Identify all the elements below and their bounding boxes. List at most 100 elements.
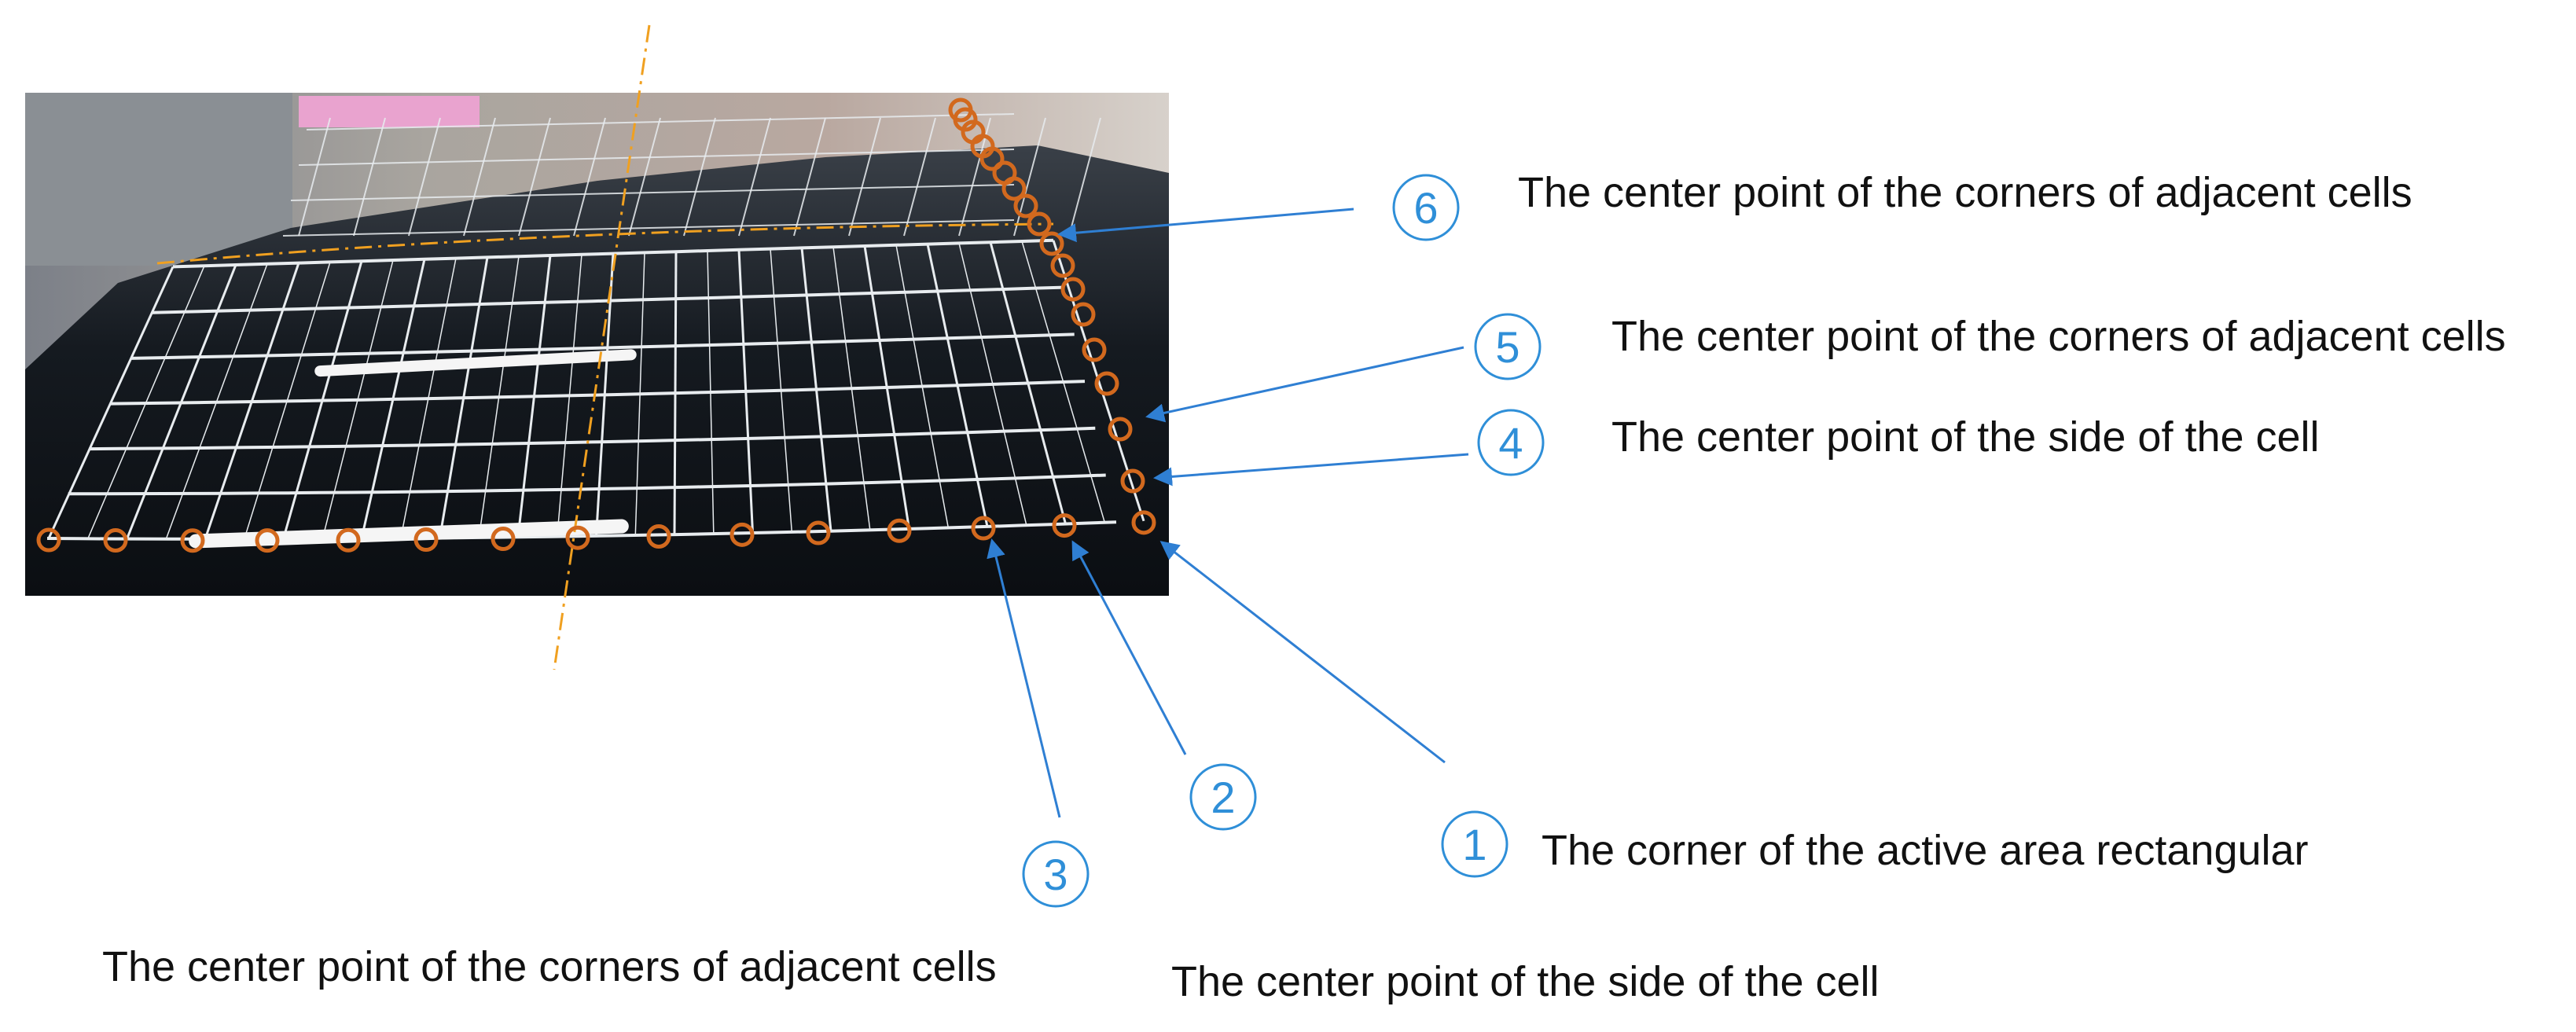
marker-circle [646, 523, 671, 549]
callout-label-1: The corner of the active area rectangula… [1542, 827, 2309, 874]
callout-number-6: 6 [1392, 174, 1460, 241]
panel-column-line [634, 252, 645, 536]
vertical-dashed-line [553, 24, 651, 670]
callout-number-5: 5 [1474, 313, 1542, 380]
marker-circle [806, 520, 831, 545]
upper-panel-line [1068, 117, 1101, 237]
panel-column-line [1021, 241, 1106, 523]
panel-column-line [360, 259, 426, 539]
marker-circle [1120, 468, 1145, 494]
panel-column-line [895, 244, 950, 528]
arrow-3 [987, 538, 1061, 818]
panel-column-line [478, 256, 520, 538]
marker-circle [1050, 253, 1075, 278]
panel-column-line [322, 259, 394, 539]
upper-panel-line [306, 113, 1015, 130]
photo-room-wall [25, 93, 292, 266]
panel-column-line [400, 258, 457, 538]
callout-label-2: The center point of the side of the cell [1171, 958, 1880, 1005]
upper-panel-line [298, 117, 331, 237]
callout-number-2: 2 [1189, 763, 1257, 831]
arrow-4 [1153, 453, 1469, 487]
panel-column-line [244, 262, 331, 539]
upper-panel-line [518, 117, 551, 237]
panel-column-line [282, 260, 363, 540]
panel-column-line [800, 248, 832, 531]
marker-circle [1039, 231, 1064, 256]
horizontal-dashed-line [156, 222, 1054, 265]
panel-column-line [87, 265, 205, 539]
panel-column-line [439, 257, 489, 538]
marker-circle [1094, 371, 1119, 396]
upper-panel-line [408, 117, 441, 237]
panel-column-line [165, 263, 268, 539]
upper-panel-line [282, 219, 1015, 237]
callout-label-3: The center point of the corners of adjac… [102, 943, 997, 990]
marker-circle [971, 516, 996, 541]
marker-circle [948, 97, 973, 123]
upper-panel-line [903, 117, 936, 237]
arrow-1 [1159, 541, 1446, 764]
callout-number-3: 3 [1022, 840, 1090, 908]
marker-circle [887, 518, 912, 543]
marker-circle [103, 528, 128, 553]
panel-column-line [204, 263, 300, 540]
panel-row-line [130, 332, 1075, 360]
marker-circle [36, 527, 61, 553]
upper-panel-line [793, 117, 826, 237]
svg-text:1: 1 [1462, 820, 1486, 869]
upper-panel-line [738, 117, 771, 237]
upper-panel-line [290, 184, 1015, 201]
panel-row-line [68, 473, 1106, 496]
panel-column-line [770, 248, 793, 532]
callout-number-4: 4 [1477, 409, 1545, 476]
callout-label-4: The center point of the side of the cell [1611, 413, 2320, 461]
panel-column-line [595, 253, 615, 536]
panel-column-line [47, 266, 175, 539]
marker-circle [180, 528, 205, 553]
svg-text:4: 4 [1498, 418, 1523, 468]
arrow-6 [1057, 208, 1354, 243]
marker-circle [565, 525, 590, 550]
photo-reflection-2 [189, 519, 629, 549]
marker-circle [1027, 211, 1052, 237]
panel-column-line [737, 249, 754, 534]
arrow-5 [1145, 346, 1464, 423]
panel-column-line [989, 241, 1067, 524]
svg-text:5: 5 [1495, 322, 1520, 372]
upper-panel-line [298, 149, 1015, 166]
marker-circle [413, 527, 439, 553]
panel-column-line [557, 254, 582, 537]
panel-row-line [89, 426, 1096, 451]
marker-circle [1071, 302, 1096, 327]
photo-reflection-1 [314, 349, 637, 377]
panel-column-line [673, 252, 678, 535]
panel-cell-grid [46, 113, 1145, 541]
marker-circle [1052, 513, 1077, 538]
panel-column-line [126, 264, 237, 540]
photo [25, 93, 1169, 596]
panel-column-line [863, 245, 910, 530]
marker-circle [961, 119, 986, 145]
callout-label-5: The center point of the corners of adjac… [1611, 313, 2506, 360]
upper-panel-line [848, 117, 881, 237]
svg-text:3: 3 [1043, 850, 1068, 899]
arrow-2 [1071, 540, 1187, 755]
callout-number-1: 1 [1441, 810, 1508, 878]
panel-column-line [707, 250, 715, 534]
measurement-markers [36, 97, 1156, 553]
panel-column-line [832, 247, 871, 531]
callout-label-6: The center point of the corners of adjac… [1518, 169, 2412, 216]
marker-circle [491, 527, 516, 552]
marker-circle [336, 527, 361, 553]
marker-circle [729, 522, 755, 547]
marker-circle [1082, 337, 1107, 362]
svg-text:6: 6 [1413, 183, 1438, 233]
upper-panel-line [463, 117, 496, 237]
upper-panel-line [353, 117, 386, 237]
marker-circle [992, 160, 1017, 185]
upper-panel-line [628, 117, 661, 237]
callout-arrows [987, 208, 1469, 818]
upper-panel-line [683, 117, 716, 237]
